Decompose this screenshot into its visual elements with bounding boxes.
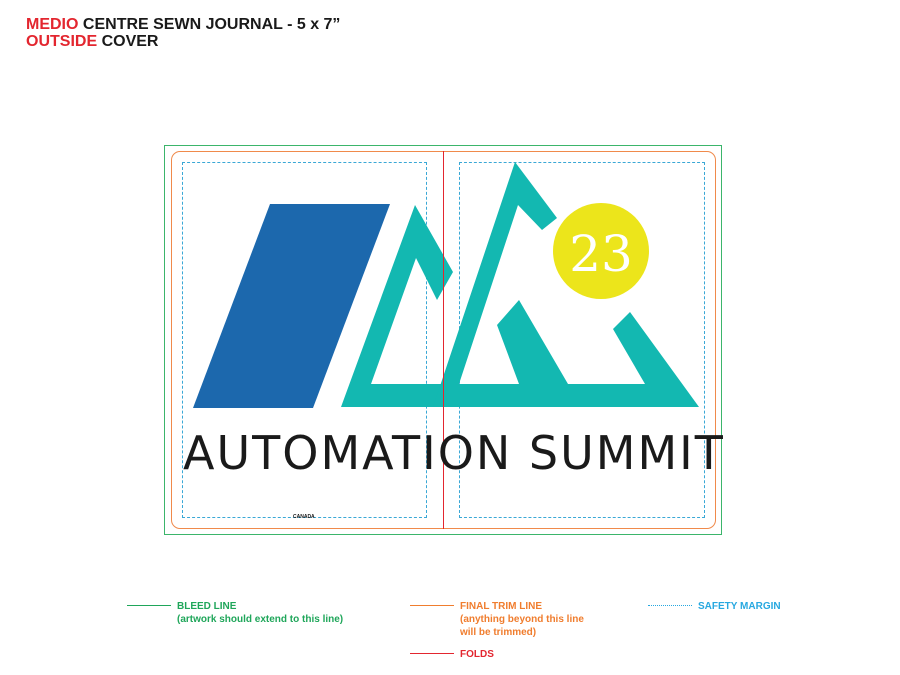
fold-line: [443, 151, 444, 529]
teal-left-peak: [341, 205, 453, 407]
product-description: CENTRE SEWN JOURNAL - 5 x 7”: [82, 16, 341, 33]
header-line-1: MEDIO CENTRE SEWN JOURNAL - 5 x 7”: [26, 16, 340, 33]
folds-legend: FOLDS: [460, 648, 494, 661]
canada-mark: CANADA: [293, 514, 315, 520]
safety-legend: SAFETY MARGIN: [698, 600, 781, 613]
folds-legend-line: [410, 653, 454, 654]
cover-side: OUTSIDE: [26, 33, 98, 50]
trim-legend-line: [410, 605, 454, 606]
product-name: MEDIO: [26, 16, 79, 33]
header-line-2: OUTSIDE COVER: [26, 33, 340, 50]
trim-legend-label: FINAL TRIM LINE: [460, 601, 543, 612]
safety-legend-label: SAFETY MARGIN: [698, 601, 781, 612]
badge-number: 23: [569, 225, 633, 283]
yellow-badge-circle: [553, 203, 649, 299]
trim-legend: FINAL TRIM LINE (anything beyond this li…: [460, 600, 584, 639]
folds-legend-label: FOLDS: [460, 649, 494, 660]
blue-parallelogram: [193, 204, 390, 408]
bleed-legend-line: [127, 605, 171, 606]
bleed-legend-note: (artwork should extend to this line): [177, 614, 344, 625]
teal-right-mountain: [433, 162, 699, 407]
trim-legend-note-1: (anything beyond this line: [460, 614, 584, 625]
safety-margin-left: [182, 162, 427, 518]
safety-legend-line: [648, 605, 692, 606]
cover-label: COVER: [101, 33, 159, 50]
bleed-legend-label: BLEED LINE: [177, 601, 237, 612]
bleed-legend: BLEED LINE (artwork should extend to thi…: [177, 600, 343, 626]
document-header: MEDIO CENTRE SEWN JOURNAL - 5 x 7” OUTSI…: [26, 16, 340, 50]
logo-title: AUTOMATION SUMMIT: [183, 426, 725, 480]
bleed-line-box: [164, 145, 722, 535]
trim-legend-note-2: will be trimmed): [460, 627, 537, 638]
